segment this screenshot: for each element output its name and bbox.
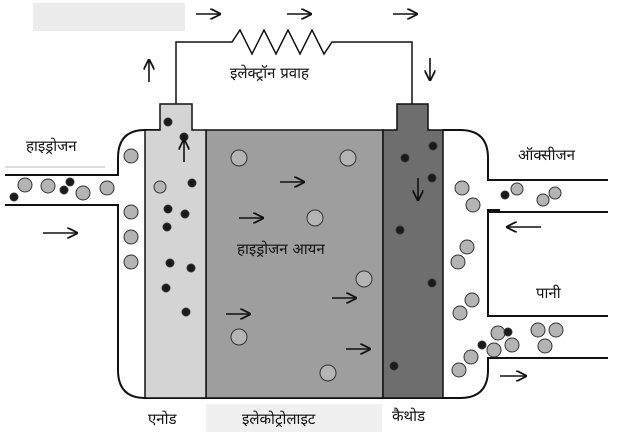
cathode-dot bbox=[400, 153, 410, 163]
anode-label: एनोड bbox=[148, 410, 177, 428]
hydrogen-ion-particle bbox=[355, 270, 373, 288]
water-outlet-label: पानी bbox=[536, 284, 561, 302]
hydrogen-molecule-particle bbox=[40, 178, 56, 194]
water-molecule-particle bbox=[548, 322, 564, 338]
oxygen-molecule-particle bbox=[536, 193, 550, 207]
external-circuit-wire bbox=[175, 28, 413, 104]
hydrogen-ion-particle bbox=[306, 209, 324, 227]
hydrogen-molecule-particle bbox=[17, 177, 33, 193]
electron-dot bbox=[179, 132, 189, 142]
hydrogen-atom-dot bbox=[59, 185, 69, 195]
hydrogen-ion-particle bbox=[230, 149, 248, 167]
electron-dot bbox=[180, 209, 190, 219]
water-atom-dot bbox=[503, 327, 513, 337]
electrolyte-label: इलेकोट्रोलाइट bbox=[242, 410, 316, 428]
oxygen-molecule-particle bbox=[463, 349, 479, 365]
arrows-group bbox=[43, 14, 541, 376]
electron-dot bbox=[162, 222, 172, 232]
electrolyte-layer bbox=[205, 129, 384, 399]
cathode-dot bbox=[389, 361, 399, 371]
oxygen-inlet-label: ऑक्सीजन bbox=[518, 146, 575, 164]
hydrogen-atom-dot bbox=[65, 177, 75, 187]
oxygen-molecule-particle bbox=[454, 180, 470, 196]
cathode-dot bbox=[395, 225, 405, 235]
hydrogen-molecule-particle bbox=[123, 204, 139, 220]
electron-dot bbox=[161, 283, 171, 293]
water-molecule-particle bbox=[504, 337, 520, 353]
cathode-label: कैथोड bbox=[392, 407, 426, 425]
cathode-dot bbox=[427, 173, 437, 183]
cathode-dot bbox=[428, 141, 438, 151]
hydrogen-inlet-label: हाइड्रोजन bbox=[26, 137, 77, 155]
hydrogen-ions-label: हाइड्रोजन आयन bbox=[237, 240, 325, 258]
hydrogen-atom-dot bbox=[9, 192, 19, 202]
oxygen-molecule-particle bbox=[464, 292, 480, 308]
oxygen-molecule-particle bbox=[459, 239, 475, 255]
water-molecule-particle bbox=[490, 325, 506, 341]
water-molecule-particle bbox=[537, 338, 553, 354]
hydrogen-molecule-particle bbox=[123, 229, 139, 245]
electron-dot bbox=[186, 263, 196, 273]
oxygen-molecule-particle bbox=[548, 186, 562, 200]
oxygen-molecule-particle bbox=[450, 254, 466, 270]
hydrogen-ion-particle bbox=[230, 328, 248, 346]
hydrogen-molecule-particle bbox=[75, 185, 91, 201]
hydrogen-ion-particle bbox=[339, 149, 357, 167]
oxygen-molecule-particle bbox=[465, 197, 481, 213]
cathode-dot bbox=[427, 278, 437, 288]
hydrogen-molecule-particle bbox=[123, 148, 139, 164]
oxygen-molecule-particle bbox=[452, 305, 468, 321]
anode-electrode bbox=[144, 103, 207, 399]
oxygen-molecule-particle bbox=[451, 362, 467, 378]
electron-dot bbox=[181, 307, 191, 317]
oxygen-molecule-particle bbox=[510, 182, 524, 196]
electron-dot bbox=[187, 178, 197, 188]
top-left-blank-box bbox=[33, 3, 185, 31]
water-atom-dot bbox=[477, 340, 487, 350]
particles-group bbox=[9, 117, 564, 382]
electron-flow-label: इलेक्ट्रॉन प्रवाह bbox=[230, 64, 309, 82]
hydrogen-ion-particle bbox=[319, 364, 337, 382]
water-molecule-particle bbox=[486, 342, 502, 358]
oxygen-atom-dot bbox=[500, 190, 510, 200]
electron-dot bbox=[163, 117, 173, 127]
water-molecule-particle bbox=[530, 322, 546, 338]
electrolyte-label-bg bbox=[206, 404, 382, 432]
hydrogen-molecule-particle bbox=[153, 180, 167, 194]
electron-dot bbox=[163, 204, 173, 214]
hydrogen-molecule-particle bbox=[123, 254, 139, 270]
hydrogen-molecule-particle bbox=[99, 180, 115, 196]
electron-dot bbox=[165, 258, 175, 268]
